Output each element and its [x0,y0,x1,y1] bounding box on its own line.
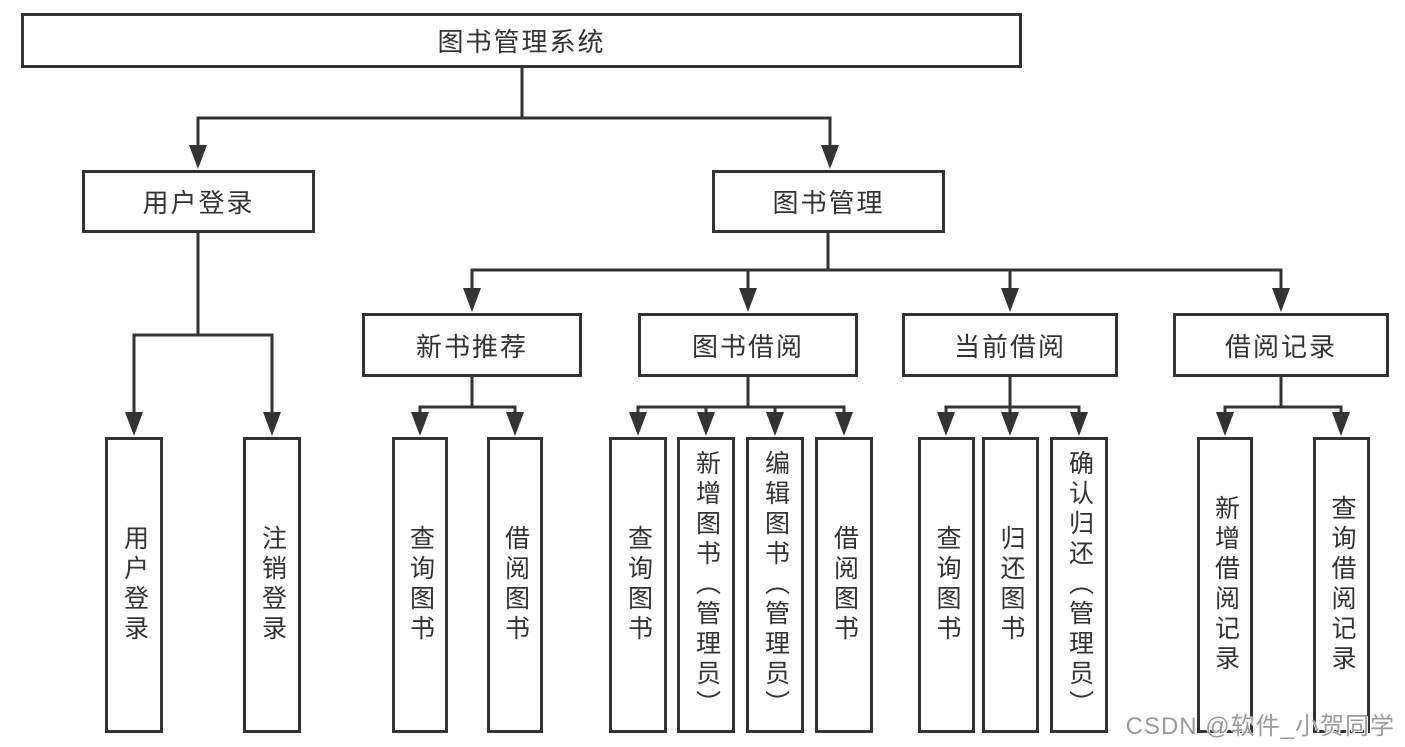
arrowhead [1216,412,1234,436]
leaf-label: 查询图书 [624,525,653,645]
connector-new-book-to-leaves [418,375,517,419]
arrowhead [463,288,481,312]
node-book-borrow: 图书借阅 [638,313,858,377]
arrowhead [1001,288,1019,312]
arrowhead [189,145,207,169]
leaf-query-books-borrow: 查询图书 [609,437,667,733]
leaf-label: 查询图书 [933,525,961,645]
leaf-label: 借阅图书 [501,525,530,645]
leaf-label: 查询图书 [406,525,435,645]
leaf-logout: 注销登录 [243,437,301,733]
arrowhead [937,412,955,436]
arrowhead [1001,412,1019,436]
arrowhead [739,288,757,312]
leaf-label: 新增图书（管理员） [692,450,721,720]
arrowheads [125,145,1350,436]
leaf-label: 确认归还（管理员） [1065,450,1094,720]
arrowhead [697,412,715,436]
node-current-borrow: 当前借阅 [902,313,1118,377]
leaf-label: 查询借阅记录 [1328,495,1356,675]
arrowhead [629,412,647,436]
arrowhead [1332,412,1350,436]
leaf-return-books: 归还图书 [982,437,1039,733]
leaf-label: 新增借阅记录 [1211,495,1240,675]
connector-borrow-records-to-leaves [1223,375,1343,419]
connector-user-login-to-leaves [132,231,274,419]
leaf-label: 注销登录 [258,525,287,645]
arrowhead [125,412,143,436]
connector-book-mgmt-to-level3 [470,231,1283,295]
node-user-login: 用户登录 [82,170,315,233]
arrowhead [1272,288,1290,312]
connector-book-borrow-to-leaves [636,375,846,419]
leaf-add-book-admin: 新增图书（管理员） [677,437,735,733]
node-book-management: 图书管理 [712,170,945,233]
leaf-confirm-return-admin: 确认归还（管理员） [1050,437,1108,733]
csdn-watermark: CSDN @软件_小贺同学 [1125,713,1395,740]
arrowhead [835,412,853,436]
leaf-label: 编辑图书（管理员） [761,450,790,720]
connector-root-to-level2 [196,66,832,152]
leaf-borrow-books: 借阅图书 [815,437,873,733]
leaf-query-borrow-record: 查询借阅记录 [1313,437,1370,733]
leaf-label: 用户登录 [120,525,149,645]
leaf-label: 归还图书 [997,525,1025,645]
leaf-edit-book-admin: 编辑图书（管理员） [746,437,804,733]
leaf-borrow-books-recommend: 借阅图书 [487,437,543,733]
arrowhead [263,412,281,436]
leaf-user-login: 用户登录 [105,437,163,733]
leaf-label: 借阅图书 [830,525,859,645]
arrowhead [506,412,524,436]
node-borrow-records: 借阅记录 [1173,313,1389,377]
connector-current-borrow-to-leaves [944,375,1081,419]
leaf-query-books-current: 查询图书 [918,437,975,733]
arrowhead [1070,412,1088,436]
node-new-book-recommend: 新书推荐 [362,313,582,377]
arrowhead [411,412,429,436]
arrowhead [766,412,784,436]
node-library-system: 图书管理系统 [21,13,1022,68]
leaf-add-borrow-record: 新增借阅记录 [1197,437,1253,733]
leaf-query-books-recommend: 查询图书 [392,437,448,733]
arrowhead [821,145,839,169]
